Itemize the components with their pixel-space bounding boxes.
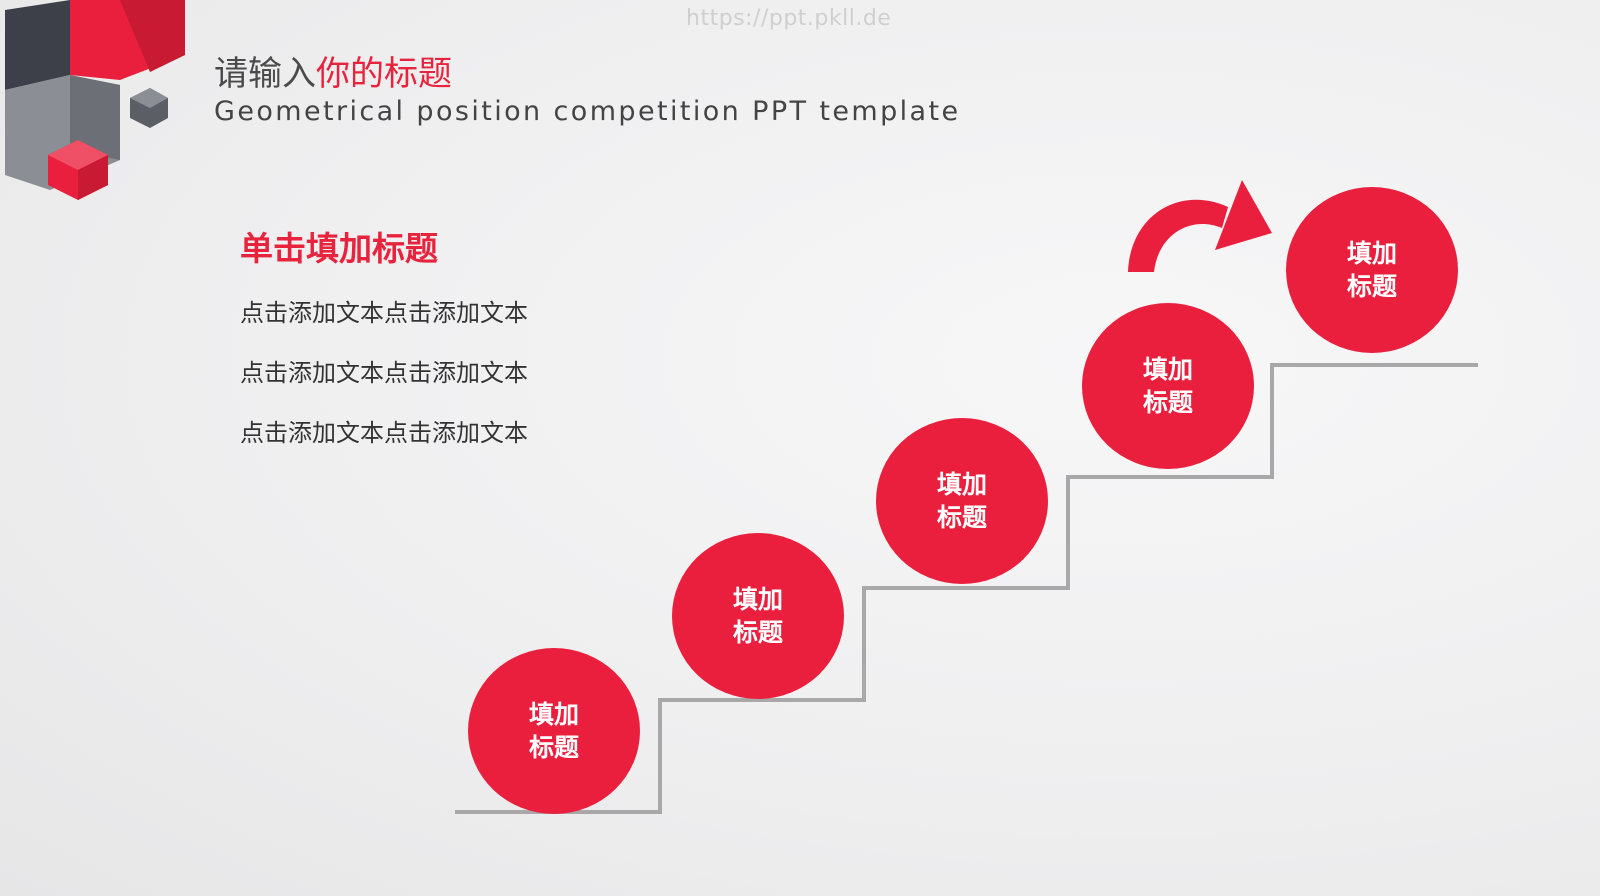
step-label-1: 填加标题 xyxy=(528,700,579,762)
step-label-5: 填加标题 xyxy=(1346,239,1397,301)
step-circle-3: 填加标题 xyxy=(876,418,1048,584)
step-circle-5: 填加标题 xyxy=(1286,187,1458,353)
body-line-3: 点击添加文本点击添加文本 xyxy=(240,419,528,447)
step-circle-4: 填加标题 xyxy=(1082,303,1254,469)
step-label-4: 填加标题 xyxy=(1142,355,1193,417)
step-circle-1: 填加标题 xyxy=(468,648,640,814)
watermark: https://ppt.pkll.de xyxy=(686,6,892,31)
curved-arrow-icon xyxy=(1128,180,1272,272)
title-part-1: 请输入 xyxy=(214,54,316,94)
body-line-1: 点击添加文本点击添加文本 xyxy=(240,299,528,327)
body-line-2: 点击添加文本点击添加文本 xyxy=(240,359,528,387)
page-title: 请输入你的标题 xyxy=(214,46,452,95)
step-label-2: 填加标题 xyxy=(732,585,783,647)
step-circle-2: 填加标题 xyxy=(672,533,844,699)
staircase-line xyxy=(455,363,1478,814)
title-part-2: 你的标题 xyxy=(316,54,452,94)
page-subtitle: Geometrical position competition PPT tem… xyxy=(214,96,961,127)
step-label-3: 填加标题 xyxy=(936,470,987,532)
section-heading: 单击填加标题 xyxy=(240,229,438,268)
cube-decoration xyxy=(5,0,185,200)
